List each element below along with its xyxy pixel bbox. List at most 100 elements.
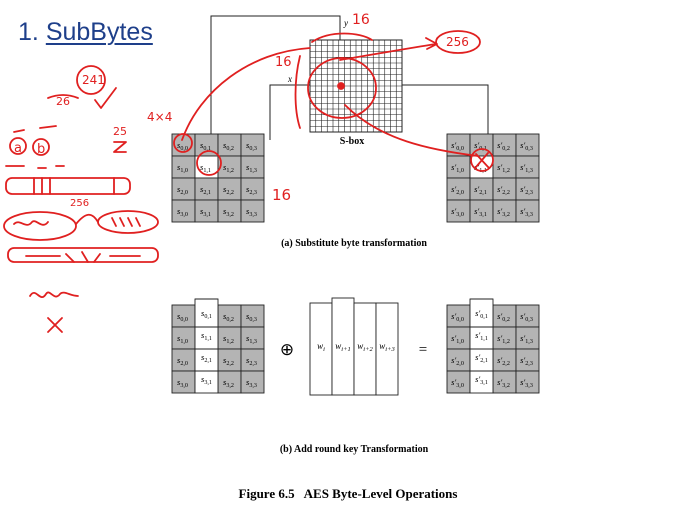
annotation-256-top: 256 — [446, 35, 469, 49]
ink-circle-256-top — [435, 30, 481, 54]
slide-title: 1. SubBytes — [18, 18, 153, 47]
cell-label: s'2,2 — [497, 184, 510, 196]
matrix-cell — [240, 348, 265, 372]
cell-label: s1,3 — [246, 162, 257, 174]
annotation-y16: 16 — [352, 12, 370, 28]
cell-label: s3,3 — [246, 206, 257, 218]
cell-label: s'2,1 — [474, 184, 487, 196]
matrix-cell — [240, 199, 265, 223]
cell-label: s1,1 — [201, 330, 212, 342]
cell-label: s'0,3 — [520, 140, 533, 152]
annotation-26: 26 — [56, 95, 70, 108]
matrix-cell — [171, 304, 196, 328]
ink-circle-a — [9, 137, 27, 155]
cell-label: s0,3 — [246, 140, 257, 152]
cell-label: s'0,1 — [475, 308, 488, 320]
cell-label: s3,2 — [223, 206, 234, 218]
ink-z-mark — [113, 141, 127, 153]
cell-label: s2,2 — [223, 355, 234, 367]
matrix-cell — [217, 133, 242, 157]
cell-label: s'3,3 — [520, 377, 533, 389]
matrix-cell — [171, 177, 196, 201]
connector-out — [402, 84, 489, 150]
matrix-cell — [217, 370, 242, 394]
ink-arrow-in-to-sbox — [181, 47, 311, 141]
slide-number: 1. — [18, 18, 39, 46]
cell-label: s'3,2 — [497, 206, 510, 218]
cell-label: s1,0 — [177, 333, 188, 345]
matrix-cell — [515, 199, 540, 223]
ink-circle-b — [32, 138, 50, 156]
ink-circle-sbox-center — [307, 57, 377, 119]
sbox-axis-y: y — [343, 18, 348, 28]
matrix-cell — [240, 304, 265, 328]
cell-label: s2,1 — [200, 184, 211, 196]
matrix-cell — [240, 177, 265, 201]
cell-label: s3,2 — [223, 377, 234, 389]
cell-label: s3,1 — [200, 206, 211, 218]
cell-label: s0,2 — [223, 140, 234, 152]
annotation-letter-a: a — [14, 141, 22, 156]
matrix-cell — [217, 155, 242, 179]
matrix-cell — [240, 155, 265, 179]
slide-title-text: SubBytes — [45, 18, 153, 46]
ink-oval-bytes-right — [97, 210, 159, 234]
cell-label: s2,2 — [223, 184, 234, 196]
cell-label: s'0,2 — [497, 140, 510, 152]
cell-label: s'0,2 — [497, 311, 510, 323]
cell-label: s'2,1 — [475, 352, 488, 364]
ink-check-241 — [94, 87, 117, 109]
ink-bar-lower — [7, 247, 159, 263]
round-key-word-label: wi+1 — [335, 341, 350, 353]
matrix-cell — [194, 177, 219, 201]
round-key-word-box — [375, 302, 399, 396]
ink-circle-out-s11 — [470, 148, 494, 172]
cell-label: s'1,1 — [475, 330, 488, 342]
ink-oval-bytes-marks — [13, 217, 141, 227]
matrix-cell — [240, 133, 265, 157]
cell-label: s'1,0 — [451, 333, 464, 345]
handwritten-annotations: 16 16 256 16 4×4 241 26 25 256 a b — [3, 12, 494, 333]
matrix-cell — [171, 326, 196, 350]
matrix-cell — [171, 348, 196, 372]
ink-bracket-16 — [294, 55, 301, 129]
annotation-256-left: 256 — [70, 198, 89, 209]
cell-label: s2,0 — [177, 355, 188, 367]
matrix-cell — [171, 370, 196, 394]
matrix-cell — [171, 155, 196, 179]
xor-operator: ⊕ — [280, 340, 294, 359]
cell-label: s2,0 — [177, 184, 188, 196]
cell-label: s'3,1 — [475, 374, 488, 386]
cell-label: s3,0 — [177, 206, 188, 218]
annotation-4x4: 4×4 — [147, 110, 172, 124]
matrix-cell — [217, 326, 242, 350]
ink-brace-26 — [47, 94, 79, 99]
cell-label: s'3,2 — [497, 377, 510, 389]
cell-label: s0,3 — [246, 311, 257, 323]
annotation-241: 241 — [82, 73, 105, 87]
cell-label: s2,1 — [201, 352, 212, 364]
cell-label: s'3,0 — [451, 206, 464, 218]
ink-oval-bytes — [3, 211, 77, 241]
ink-x-mark — [47, 317, 63, 333]
cell-label: s'2,3 — [520, 355, 533, 367]
cell-label: s'1,3 — [520, 333, 533, 345]
matrix-cell — [240, 326, 265, 350]
annotation-left16: 16 — [275, 55, 292, 70]
ink-arrow-sbox-to-out — [344, 104, 479, 157]
matrix-cell — [240, 370, 265, 394]
cell-label: s1,1 — [200, 162, 211, 174]
cell-label: s3,3 — [246, 377, 257, 389]
cell-label: s2,3 — [246, 355, 257, 367]
cell-label: s'1,2 — [497, 333, 510, 345]
cell-label: s3,1 — [201, 374, 212, 386]
ink-circle-241 — [76, 65, 106, 95]
ink-cross-out-s11 — [475, 152, 490, 169]
cell-label: s'3,0 — [451, 377, 464, 389]
